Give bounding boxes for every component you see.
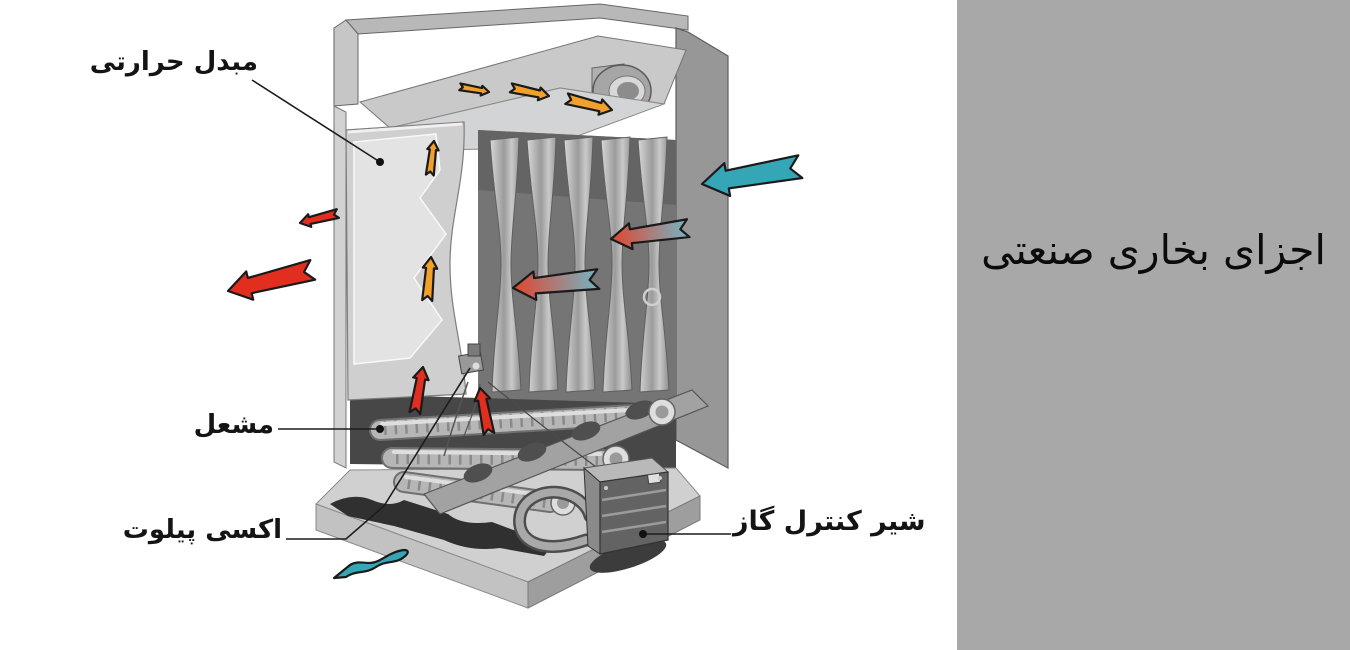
- part-label-burner: مشعل: [193, 410, 274, 440]
- flow-arrows: [223, 80, 805, 580]
- hot-air-out-arrow-large: [223, 254, 318, 307]
- cabinet-frame: [333, 3, 689, 107]
- leader-heat-exchanger: [251, 79, 381, 163]
- hot-air-out-arrow-small: [297, 206, 340, 230]
- leader-oxy-pilot: [286, 367, 471, 540]
- heat-exchanger-front-cell: [333, 105, 467, 469]
- gas-control-valve: [513, 457, 670, 555]
- air-flow-wave-arrow: [332, 548, 409, 580]
- side-panel: اجزای بخاری صنعتی: [957, 0, 1350, 650]
- heat-exchanger-fins: [489, 136, 670, 393]
- part-label-oxy-pilot: اکسی پیلوت: [122, 515, 282, 545]
- part-label-heat-exchanger: مبدل حرارتی: [89, 47, 258, 77]
- page-title: اجزای بخاری صنعتی: [981, 226, 1326, 274]
- leader-lines: [251, 79, 731, 540]
- part-label-gas-control-valve: شیر کنترل گاز: [733, 506, 926, 537]
